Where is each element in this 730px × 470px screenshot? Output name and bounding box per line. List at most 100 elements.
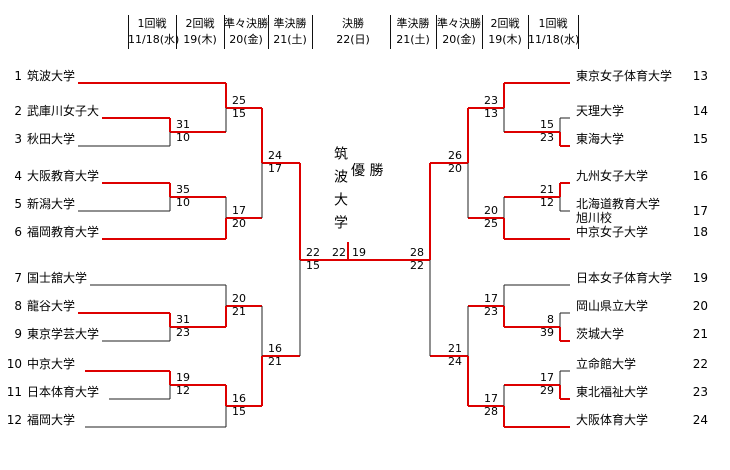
team-row: 茨城大学 [576, 327, 624, 341]
team-seed: 2 [14, 104, 22, 118]
team-name: 岡山県立大学 [576, 299, 649, 313]
score-top: 17 [484, 292, 498, 305]
team-seed: 20 [692, 299, 708, 313]
score-bottom: 15 [306, 259, 320, 272]
team-seed: 15 [692, 132, 708, 146]
team-seed: 19 [692, 271, 708, 285]
round-header: 1回戦 11/18(水) [128, 16, 180, 48]
team-row: 東北福祉大学 [576, 385, 648, 399]
team-row: 11 日本体育大学 [6, 385, 99, 399]
score-bottom: 23 [176, 326, 190, 339]
header-divider [482, 15, 483, 49]
team-row: 7 国士舘大学 [6, 271, 87, 285]
team-row: 大阪体育大学 [576, 413, 648, 427]
score-top: 24 [268, 149, 282, 162]
team-name: 九州女子大学 [576, 169, 649, 183]
score-top: 21 [448, 342, 462, 355]
score-top: 31 [176, 118, 190, 131]
score-bottom: 15 [232, 405, 246, 418]
team-name: 立命館大学 [576, 357, 637, 371]
score-top: 21 [540, 183, 554, 196]
team-seed: 16 [692, 169, 708, 183]
winner-path-lines [78, 82, 570, 428]
team-name: 福岡教育大学 [27, 225, 100, 239]
score-top: 20 [484, 204, 498, 217]
round-header: 準々決勝 20(金) [224, 16, 268, 48]
score-bottom: 12 [540, 196, 554, 209]
round-header: 準々決勝 20(金) [436, 16, 482, 48]
team-seed: 18 [692, 225, 708, 239]
score-bottom: 39 [540, 326, 554, 339]
round-header: 決勝 22(日) [316, 16, 390, 48]
header-divider [528, 15, 529, 49]
score-top: 22 [306, 246, 320, 259]
team-name: 東海大学 [576, 132, 625, 146]
team-row: 岡山県立大学 [576, 299, 648, 313]
team-row: 東京女子体育大学 [576, 69, 672, 83]
team-name: 中京女子大学 [576, 225, 649, 239]
header-divider [268, 15, 269, 49]
round-header: 2回戦 19(木) [176, 16, 224, 48]
score-top: 26 [448, 149, 462, 162]
header-divider [224, 15, 225, 49]
team-seed: 22 [692, 357, 708, 371]
round-label: 1回戦 [137, 17, 167, 30]
team-seed: 23 [692, 385, 708, 399]
team-name: 国士舘大学 [27, 271, 88, 285]
team-name: 東北福祉大学 [576, 385, 649, 399]
team-name: 日本体育大学 [27, 385, 100, 399]
team-seed: 1 [14, 69, 22, 83]
header-divider [436, 15, 437, 49]
score-bottom: 29 [540, 384, 554, 397]
team-seed: 24 [692, 413, 708, 427]
header-divider [578, 15, 579, 49]
team-row: 九州女子大学 [576, 169, 648, 183]
team-name: 北海道教育大学 旭川校 [576, 197, 661, 225]
team-seed: 7 [14, 271, 22, 285]
team-name: 大阪体育大学 [576, 413, 649, 427]
round-date: 11/18(水) [128, 33, 180, 46]
score-bottom: 10 [176, 196, 190, 209]
round-date: 22(日) [336, 33, 370, 46]
team-row: 東海大学 [576, 132, 624, 146]
team-seed: 21 [692, 327, 708, 341]
round-label: 決勝 [342, 17, 364, 30]
score-top: 25 [232, 94, 246, 107]
score-bottom: 12 [176, 384, 190, 397]
team-name: 武庫川女子大 [27, 104, 100, 118]
team-seed: 11 [6, 385, 22, 399]
round-header: 準決勝 21(土) [390, 16, 436, 48]
team-row: 北海道教育大学 旭川校 [576, 197, 660, 225]
round-header: 1回戦 11/18(水) [528, 16, 579, 48]
team-seed: 5 [14, 197, 22, 211]
score-top: 28 [410, 246, 424, 259]
score-bottom: 23 [484, 305, 498, 318]
round-label: 2回戦 [185, 17, 215, 30]
team-seed: 9 [14, 327, 22, 341]
team-name: 龍谷大学 [27, 299, 76, 313]
score-top: 16 [268, 342, 282, 355]
score-bottom: 13 [484, 107, 498, 120]
team-seed: 6 [14, 225, 22, 239]
score-bottom: 23 [540, 131, 554, 144]
team-seed: 17 [692, 204, 708, 218]
header-divider [312, 15, 313, 49]
